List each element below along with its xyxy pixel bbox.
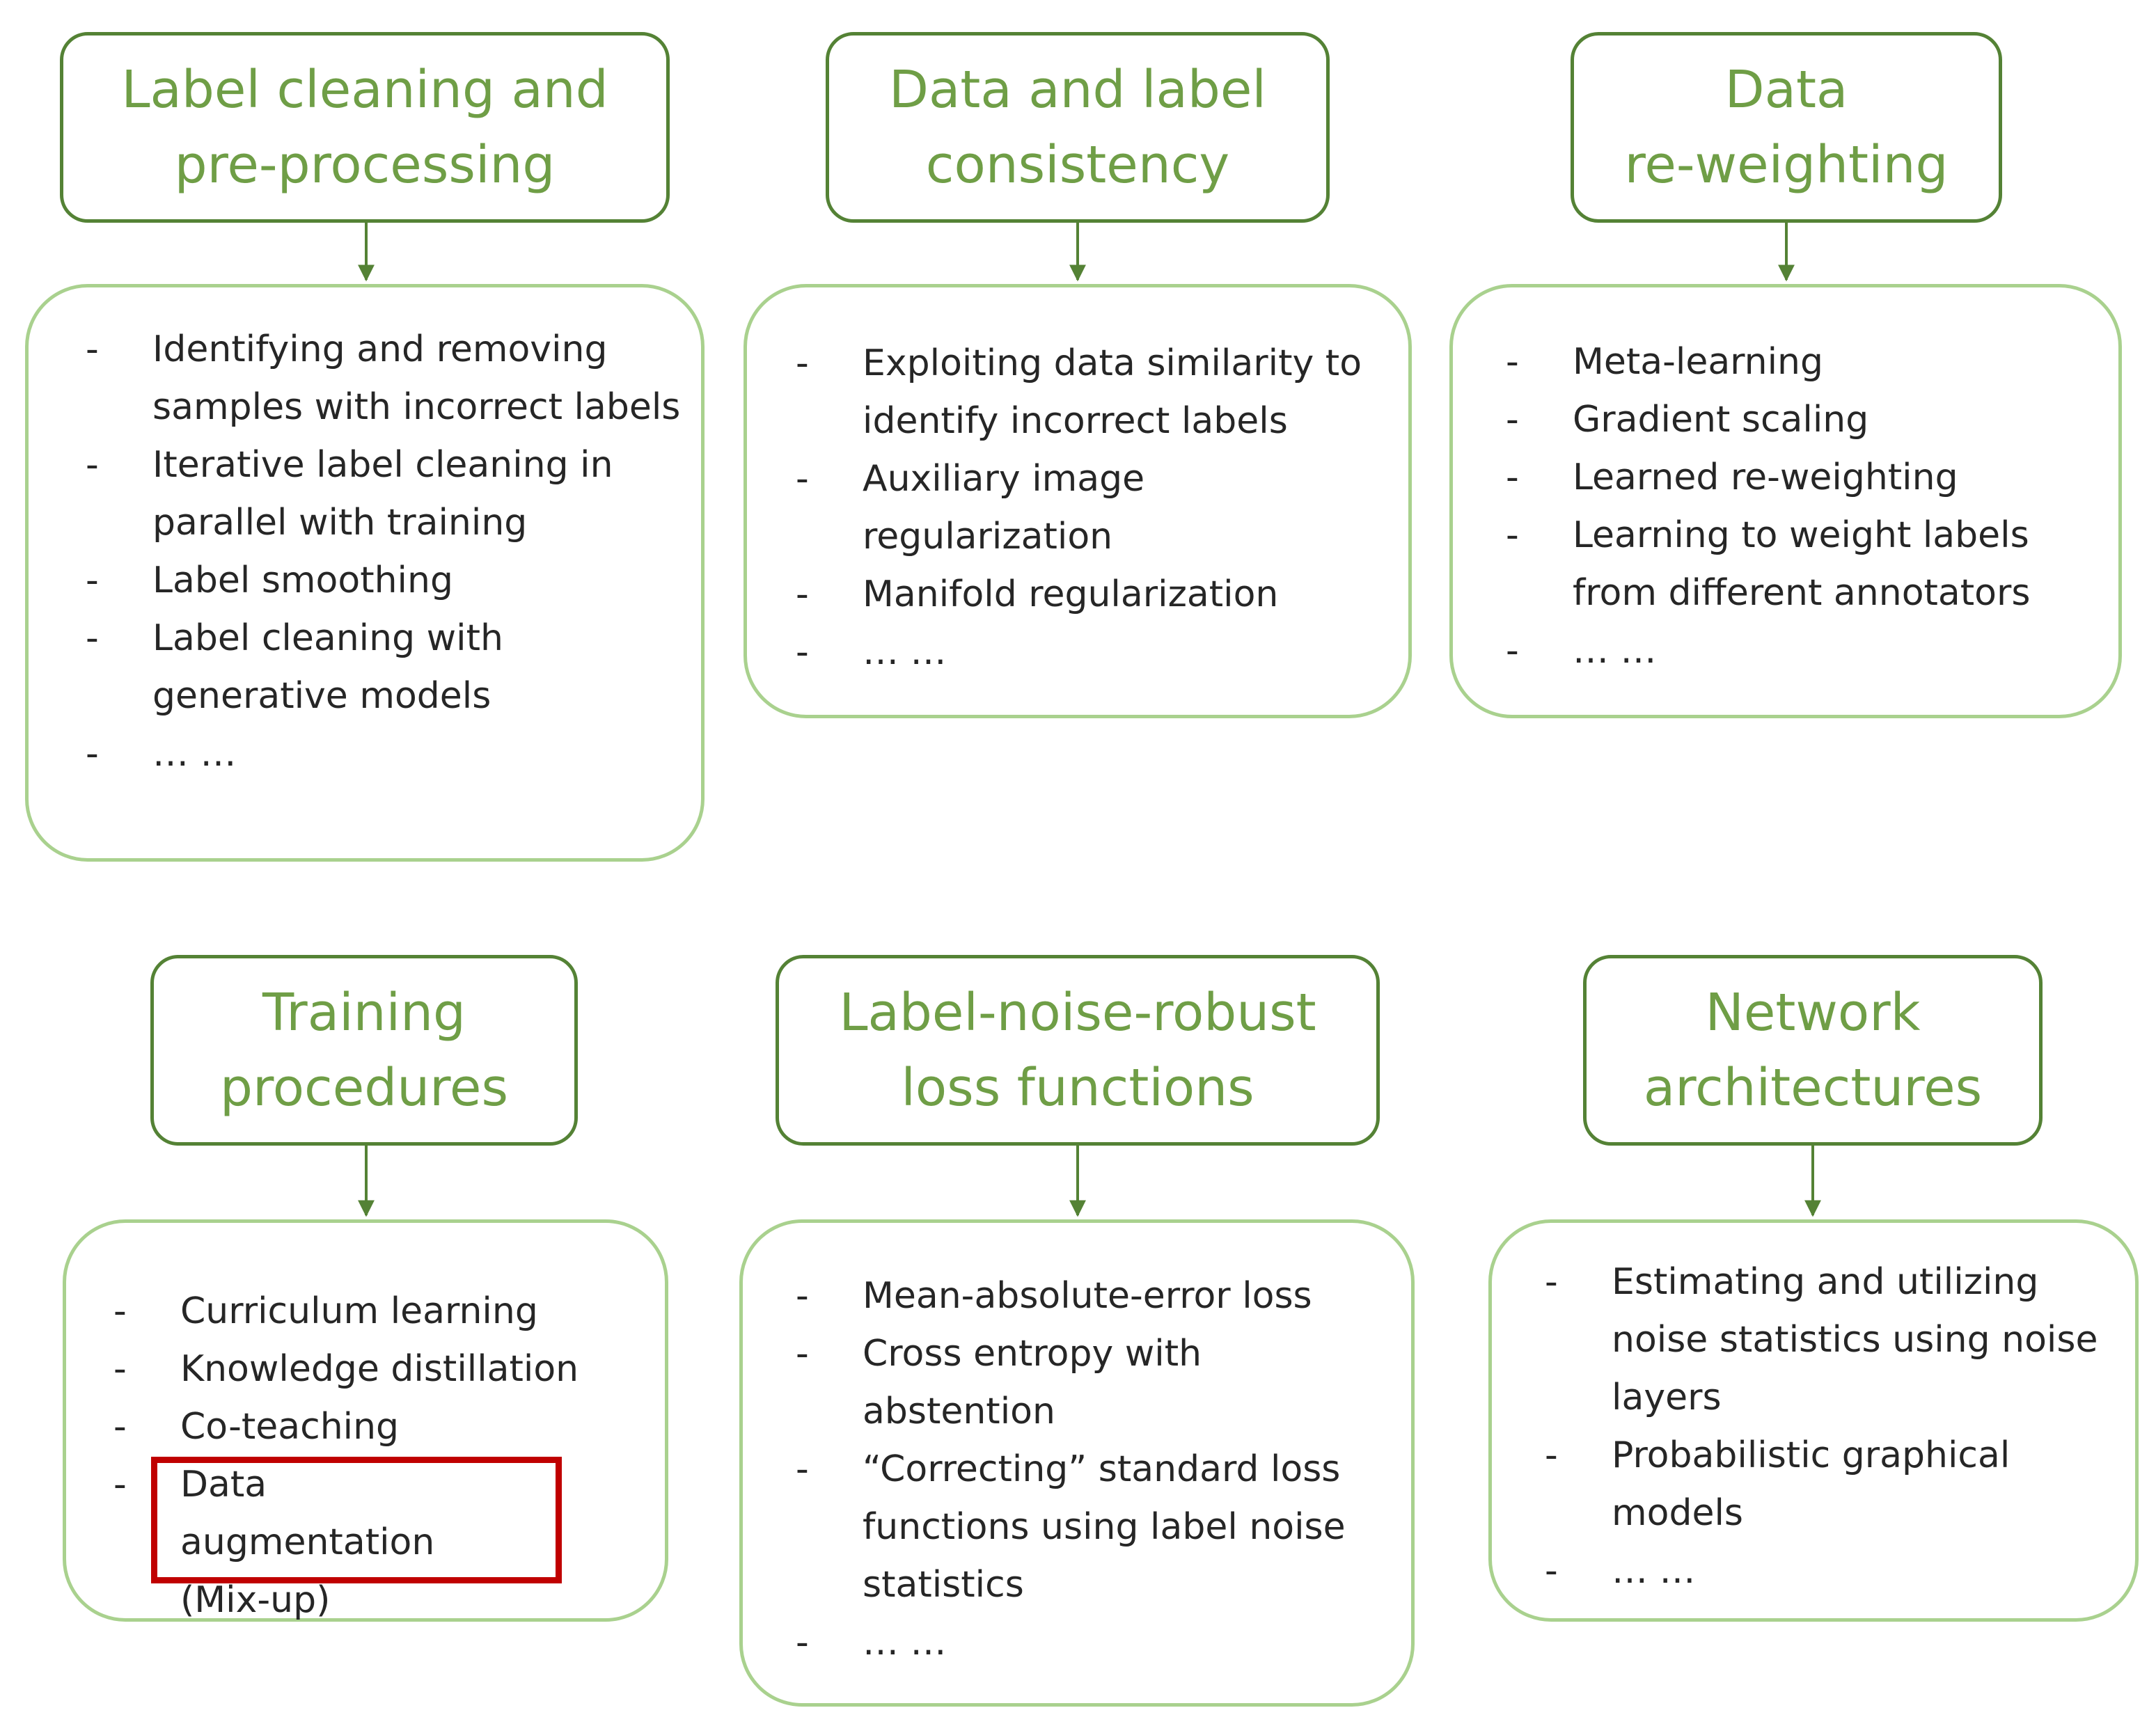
item-list: -Meta-learning -Gradient scaling -Learne… (1506, 333, 2104, 680)
list-item: -Learning to weight labels from differen… (1506, 507, 2104, 622)
bullet-dash: - (796, 1333, 809, 1375)
list-item: -“Correcting” standard loss functions us… (796, 1441, 1401, 1614)
title-line: Data and label (889, 60, 1266, 120)
item-list: -Estimating and utilizing noise statisti… (1545, 1254, 2102, 1600)
title-line: Label-noise-robust (839, 983, 1316, 1043)
item-list: -Exploiting data similarity to identify … (796, 335, 1394, 681)
title-data-reweighting: Data re-weighting (1571, 32, 2002, 223)
list-item: -Auxiliary image regularization (796, 450, 1394, 566)
list-item: -… … (86, 725, 684, 783)
bullet-dash: - (1545, 1550, 1558, 1592)
bullet-dash: - (1506, 457, 1519, 498)
list-item: -Manifold regularization (796, 566, 1394, 624)
list-item: -… … (1506, 622, 2104, 680)
bullet-dash: - (1506, 341, 1519, 383)
title-line: pre-processing (174, 135, 556, 195)
item-list: -Identifying and removing samples with i… (86, 321, 684, 783)
title-data-label-consistency: Data and label consistency (826, 32, 1330, 223)
bullet-dash: - (1545, 1434, 1558, 1476)
bullet-dash: - (86, 617, 99, 659)
title-training-procedures: Training procedures (150, 955, 578, 1146)
list-item: -… … (796, 1614, 1401, 1672)
highlight-box-data-augmentation (151, 1457, 562, 1583)
list-item: -Probabilistic graphical models (1545, 1427, 2102, 1542)
bullet-dash: - (113, 1290, 127, 1332)
bullet-dash: - (86, 733, 99, 775)
content-loss-functions: -Mean-absolute-error loss -Cross entropy… (739, 1219, 1415, 1707)
item-list: -Mean-absolute-error loss -Cross entropy… (796, 1267, 1401, 1672)
bullet-dash: - (796, 1448, 809, 1490)
content-network-architectures: -Estimating and utilizing noise statisti… (1488, 1219, 2139, 1622)
bullet-dash: - (86, 560, 99, 601)
list-item: -Meta-learning (1506, 333, 2104, 391)
list-item: -Knowledge distillation (113, 1341, 629, 1398)
list-item: -Learned re-weighting (1506, 449, 2104, 507)
content-label-cleaning: -Identifying and removing samples with i… (25, 284, 705, 862)
list-item: -… … (1545, 1542, 2102, 1600)
bullet-dash: - (796, 458, 809, 500)
bullet-dash: - (113, 1406, 127, 1448)
title-line: Network (1705, 983, 1921, 1043)
list-item: -… … (796, 624, 1394, 681)
bullet-dash: - (86, 329, 99, 370)
title-line: Training (262, 983, 466, 1043)
item-list: -Curriculum learning -Knowledge distilla… (113, 1283, 629, 1629)
list-item: -Estimating and utilizing noise statisti… (1545, 1254, 2102, 1427)
title-line: consistency (925, 135, 1230, 195)
title-line: re-weighting (1624, 135, 1949, 195)
list-item: -Mean-absolute-error loss (796, 1267, 1401, 1325)
list-item-highlighted: -Data augmentation (Mix-up) (113, 1456, 521, 1629)
title-line: Label cleaning and (121, 60, 608, 120)
bullet-dash: - (1506, 399, 1519, 441)
title-loss-functions: Label-noise-robust loss functions (776, 955, 1380, 1146)
list-item: -Label smoothing (86, 552, 684, 610)
bullet-dash: - (86, 444, 99, 486)
list-item: -Curriculum learning (113, 1283, 629, 1341)
list-item: -Gradient scaling (1506, 391, 2104, 449)
content-data-reweighting: -Meta-learning -Gradient scaling -Learne… (1449, 284, 2122, 718)
bullet-dash: - (113, 1348, 127, 1390)
title-line: Data (1724, 60, 1848, 120)
bullet-dash: - (796, 574, 809, 615)
title-line: architectures (1643, 1058, 1983, 1118)
bullet-dash: - (1506, 514, 1519, 556)
title-line: loss functions (901, 1058, 1254, 1118)
bullet-dash: - (796, 1622, 809, 1663)
list-item: -Exploiting data similarity to identify … (796, 335, 1394, 450)
bullet-dash: - (113, 1464, 127, 1505)
bullet-dash: - (796, 631, 809, 673)
title-network-architectures: Network architectures (1583, 955, 2043, 1146)
content-data-label-consistency: -Exploiting data similarity to identify … (743, 284, 1412, 718)
list-item: -Iterative label cleaning in parallel wi… (86, 436, 684, 552)
list-item: -Cross entropy with abstention (796, 1325, 1401, 1441)
title-label-cleaning: Label cleaning and pre-processing (60, 32, 670, 223)
list-item: -Label cleaning with generative models (86, 610, 684, 725)
bullet-dash: - (796, 342, 809, 384)
bullet-dash: - (1545, 1261, 1558, 1303)
list-item: -Identifying and removing samples with i… (86, 321, 684, 436)
title-line: procedures (219, 1058, 508, 1118)
list-item: -Co-teaching (113, 1398, 629, 1456)
bullet-dash: - (796, 1275, 809, 1317)
bullet-dash: - (1506, 630, 1519, 672)
content-training-procedures: -Curriculum learning -Knowledge distilla… (63, 1219, 668, 1622)
